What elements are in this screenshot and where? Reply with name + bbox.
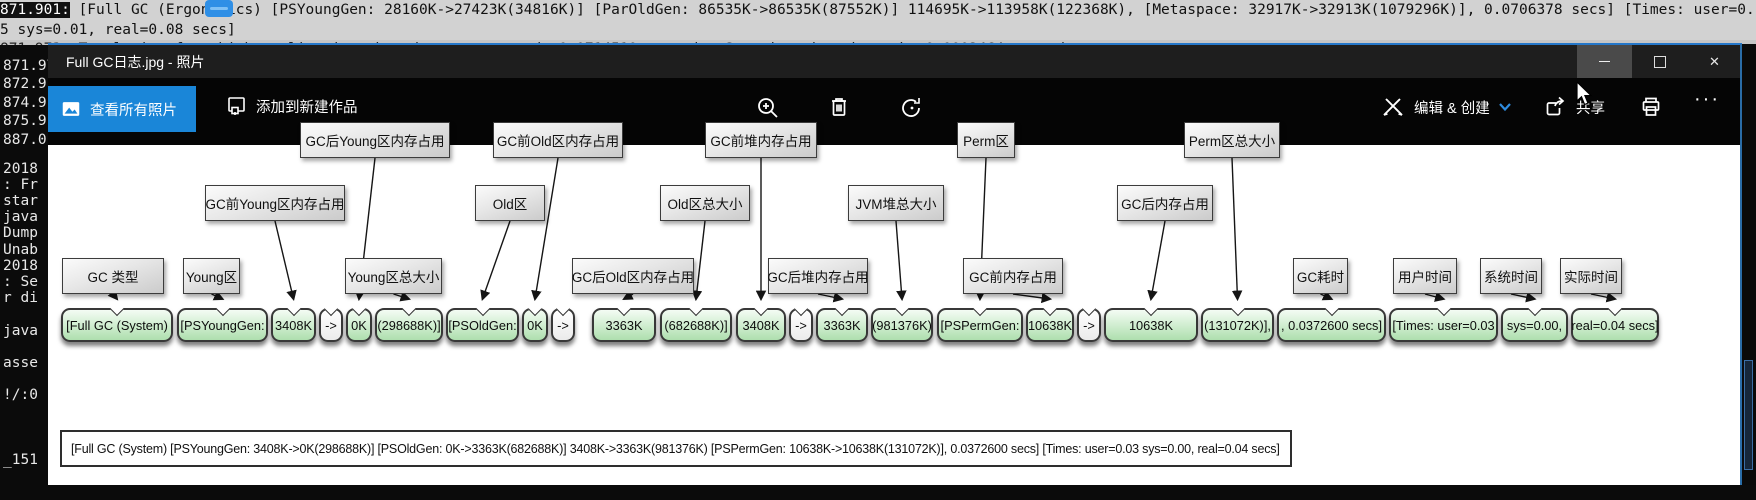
share-icon: [1546, 96, 1565, 116]
right-scrollbar-track[interactable]: [1742, 44, 1756, 485]
diagram-label-gc-after-heap: GC后堆内存占用: [767, 258, 869, 294]
window-titlebar[interactable]: Full GC日志.jpg - 照片 ✕: [48, 45, 1742, 78]
gc-token-18: 10638K: [1104, 308, 1198, 342]
gc-token-0: [Full GC (System): [61, 308, 173, 342]
gc-token-23: real=0.04 secs]: [1571, 308, 1659, 342]
gc-token-21: [Times: user=0.03: [1389, 308, 1498, 342]
gc-token-14: (981376K): [871, 308, 933, 342]
gc-token-17: ->: [1077, 308, 1101, 342]
diagram-label-old: Old区: [475, 185, 545, 221]
diagram-label-gc-before-heap: GC前堆内存占用: [705, 122, 817, 158]
gc-token-12: ->: [789, 308, 813, 342]
diagram-label-gc-after-young: GC后Young区内存占用: [300, 122, 450, 158]
share-label: 共享: [1576, 100, 1605, 117]
close-icon: ✕: [1709, 54, 1720, 69]
terminal-log-line-2: 5 sys=0.01, real=0.08 secs]: [0, 20, 1756, 40]
more-button[interactable]: ···: [1694, 88, 1720, 111]
gc-token-22: sys=0.00,: [1501, 308, 1568, 342]
edit-create-icon: [1383, 98, 1403, 116]
view-all-photos-button[interactable]: 查看所有照片: [48, 86, 196, 132]
gc-token-6: [PSOldGen:: [446, 308, 519, 342]
mouse-cursor: [1576, 82, 1593, 106]
diagram-label-sys-time: 系统时间: [1480, 258, 1542, 294]
add-to-creation-button[interactable]: 添加到新建作品: [224, 94, 358, 118]
diagram-label-perm: Perm区: [957, 122, 1015, 158]
add-to-creation-label: 添加到新建作品: [256, 99, 358, 116]
printer-icon: [1642, 97, 1660, 116]
gc-token-8: ->: [551, 308, 575, 342]
gc-token-13: 3363K: [816, 308, 868, 342]
terminal-left-column: 2018 : Fr star java Dump Unab 2018 : Se …: [3, 160, 38, 469]
edit-create-button[interactable]: 编辑 & 创建: [1380, 94, 1512, 120]
edit-create-label: 编辑 & 创建: [1414, 100, 1490, 117]
terminal-log-line-1: 871.901: [Full GC (Ergonomics) [PSYoungG…: [0, 0, 1756, 20]
diagram-label-gc-after-mem: GC后内存占用: [1117, 185, 1213, 221]
terminal-log-text: [Full GC (Ergonomics) [PSYoungGen: 28160…: [69, 2, 1756, 18]
diagram-label-user-time: 用户时间: [1393, 258, 1457, 294]
gc-token-2: 3408K: [271, 308, 316, 342]
gc-token-4: 0K: [346, 308, 372, 342]
gc-token-9: 3363K: [592, 308, 656, 342]
gc-token-5: (298688K)]: [375, 308, 443, 342]
rotate-icon: [902, 98, 920, 117]
more-icon: ···: [1694, 88, 1720, 110]
photo-gallery-icon: [62, 102, 80, 116]
print-button[interactable]: [1638, 94, 1664, 120]
delete-button[interactable]: [826, 94, 852, 120]
scrollbar-thumb[interactable]: [1744, 360, 1753, 470]
diagram-label-young: Young区: [183, 258, 240, 294]
gc-token-7: 0K: [522, 308, 548, 342]
gc-token-16: 10638K: [1026, 308, 1074, 342]
minimize-icon: [1599, 60, 1610, 63]
gc-log-summary-box: [Full GC (System) [PSYoungGen: 3408K->0K…: [60, 430, 1292, 467]
diagram-label-gc-before-mem: GC前内存占用: [963, 258, 1063, 294]
window-accent-border: [48, 43, 1742, 45]
diagram-label-gc-type: GC 类型: [62, 258, 164, 294]
gc-token-20: , 0.0372600 secs]: [1277, 308, 1386, 342]
diagram-label-jvm-heap-total: JVM堆总大小: [848, 185, 944, 221]
gc-token-10: (682688K)]: [660, 308, 732, 342]
close-button[interactable]: ✕: [1687, 45, 1742, 78]
minimize-button[interactable]: [1577, 45, 1632, 78]
maximize-icon: [1653, 55, 1666, 68]
gc-token-1: [PSYoungGen:: [177, 308, 268, 342]
diagram-label-young-total: Young区总大小: [345, 258, 442, 294]
diagram-label-gc-after-old: GC后Old区内存占用: [572, 258, 694, 294]
add-to-creation-icon: [228, 97, 245, 115]
diagram-label-gc-time: GC耗时: [1293, 258, 1348, 294]
diagram-label-old-total: Old区总大小: [660, 185, 750, 221]
maximize-button[interactable]: [1632, 45, 1687, 78]
terminal-timestamp: 871.901:: [0, 2, 70, 18]
window-title: Full GC日志.jpg - 照片: [66, 54, 205, 70]
gc-token-15: [PSPermGen:: [937, 308, 1023, 342]
gc-log-summary-text: [Full GC (System) [PSYoungGen: 3408K->0K…: [71, 441, 1280, 456]
trash-icon: [832, 98, 846, 116]
diagram-label-real-time: 实际时间: [1560, 258, 1622, 294]
gc-token-3: ->: [319, 308, 343, 342]
terminal-scroll-pill[interactable]: [205, 0, 233, 17]
share-button[interactable]: 共享: [1542, 94, 1605, 120]
diagram-label-perm-total: Perm区总大小: [1184, 122, 1280, 158]
chevron-down-icon: [1498, 103, 1511, 112]
terminal-left-numbers: 871.973: 872.9 874.9 875.9 887.0: [3, 57, 51, 148]
diagram-label-gc-before-young: GC前Young区内存占用: [205, 185, 345, 221]
view-all-photos-label: 查看所有照片: [90, 102, 177, 119]
zoom-in-icon: [758, 98, 778, 118]
zoom-button[interactable]: [754, 94, 782, 122]
window-right-border: [1740, 44, 1742, 485]
gc-token-11: 3408K: [736, 308, 786, 342]
diagram-label-gc-before-old: GC前Old区内存占用: [493, 122, 623, 158]
rotate-button[interactable]: [898, 94, 926, 122]
gc-token-19: (131072K)],: [1201, 308, 1274, 342]
